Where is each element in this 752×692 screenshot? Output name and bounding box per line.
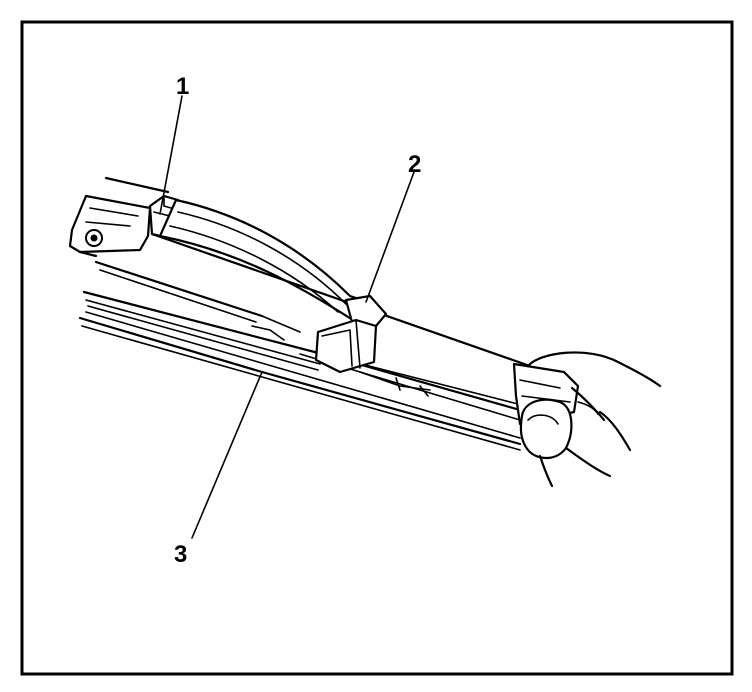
callout-1: 1 xyxy=(176,73,189,100)
leader-line-1 xyxy=(159,95,183,215)
diagram-border xyxy=(20,20,734,676)
hand-holding-blade xyxy=(519,351,662,488)
wiper-arm xyxy=(68,176,170,258)
leader-line-3 xyxy=(191,371,263,539)
leader-line-2 xyxy=(365,171,415,303)
center-retainer-clip xyxy=(314,294,388,374)
callout-2: 2 xyxy=(408,151,421,178)
callout-3: 3 xyxy=(174,541,187,568)
blade-insert xyxy=(78,311,522,451)
